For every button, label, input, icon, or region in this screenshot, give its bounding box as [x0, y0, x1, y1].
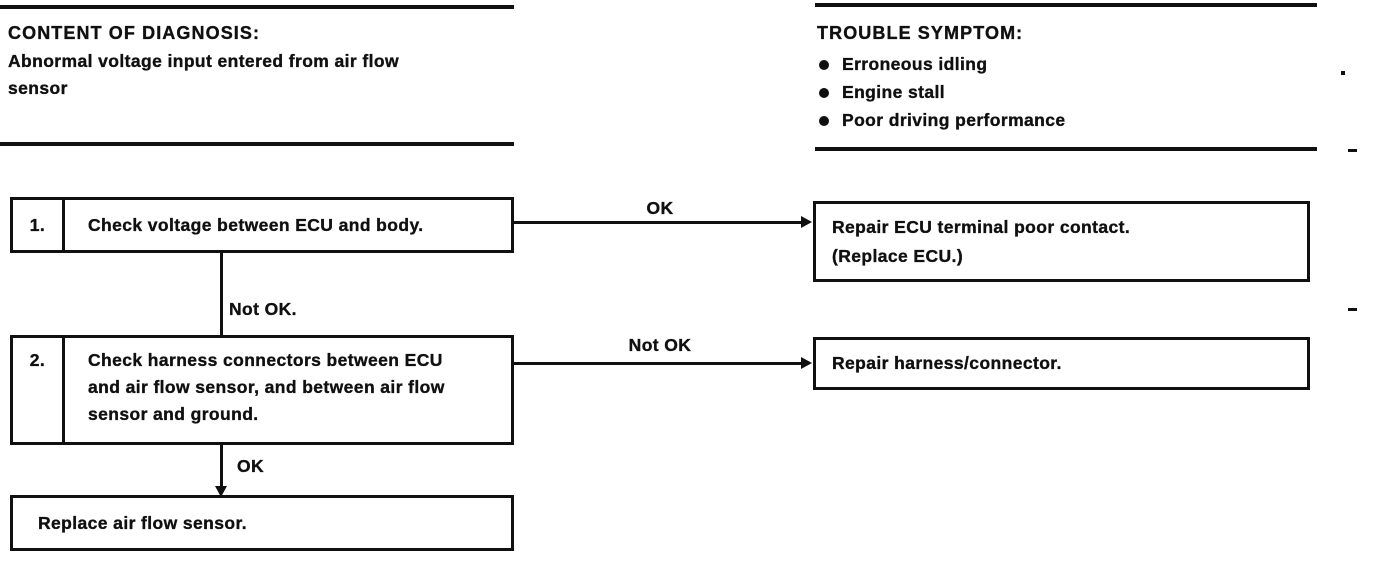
result-2-line1: Repair harness/connector. [832, 353, 1062, 373]
arrow-right-icon [801, 216, 812, 228]
symptom-item-label: Engine stall [842, 82, 946, 102]
header-rule-top-left [0, 5, 514, 9]
connector-step2-ok-label: OK [237, 456, 265, 476]
connector-step2-notok-line [514, 362, 806, 365]
step-2-line2: and air flow sensor, and between air flo… [88, 377, 445, 397]
step-2-number: 2. [13, 338, 65, 442]
bullet-icon [819, 59, 829, 70]
result-2-box: Repair harness/connector. [813, 337, 1310, 390]
diagnosis-title: CONTENT OF DIAGNOSIS: [8, 23, 261, 43]
arrow-right-icon [801, 357, 812, 369]
connector-step1-ok-label: OK [646, 198, 674, 218]
symptom-title: TROUBLE SYMPTOM: [817, 23, 1024, 43]
result-1-line2: (Replace ECU.) [832, 246, 964, 266]
symptom-item-row: Poor driving performance [819, 107, 1066, 134]
step-2-line1: Check harness connectors between ECU [88, 350, 443, 370]
step-2-line3: sensor and ground. [88, 404, 259, 424]
symptom-item-label: Erroneous idling [842, 54, 988, 74]
step-1-text: Check voltage between ECU and body. [88, 214, 424, 235]
bullet-icon [819, 115, 829, 126]
connector-step1-notok-line [220, 253, 223, 335]
bullet-icon [819, 87, 829, 98]
result-1-box: Repair ECU terminal poor contact. (Repla… [813, 201, 1310, 282]
step-1-number: 1. [13, 200, 65, 250]
connector-step1-notok-label: Not OK. [229, 299, 297, 319]
flow-step-2-box: 2. Check harness connectors between ECU … [10, 335, 514, 445]
step-2-text: Check harness connectors between ECU and… [65, 338, 445, 442]
scan-artifact [1348, 308, 1357, 311]
result-1-line1: Repair ECU terminal poor contact. [832, 217, 1131, 237]
symptom-item-label: Poor driving performance [842, 110, 1066, 130]
final-action-box: Replace air flow sensor. [10, 495, 514, 551]
diagnosis-body-line2: sensor [8, 78, 68, 98]
symptom-item-row: Engine stall [819, 79, 945, 106]
flow-step-1-box: 1. Check voltage between ECU and body. [10, 197, 514, 253]
header-rule-bottom-left [0, 142, 514, 146]
scan-artifact [1341, 71, 1345, 75]
connector-step2-ok-line [220, 445, 223, 488]
header-rule-bottom-right [815, 147, 1317, 151]
symptom-item-row: Erroneous idling [819, 51, 987, 78]
diagnosis-body-line1: Abnormal voltage input entered from air … [8, 51, 399, 71]
connector-step1-ok-line [514, 221, 806, 224]
connector-step2-notok-label: Not OK [628, 335, 692, 355]
header-rule-top-right [815, 3, 1317, 7]
arrow-down-icon [215, 486, 227, 497]
final-action-text: Replace air flow sensor. [38, 512, 247, 533]
scan-artifact [1348, 149, 1357, 152]
